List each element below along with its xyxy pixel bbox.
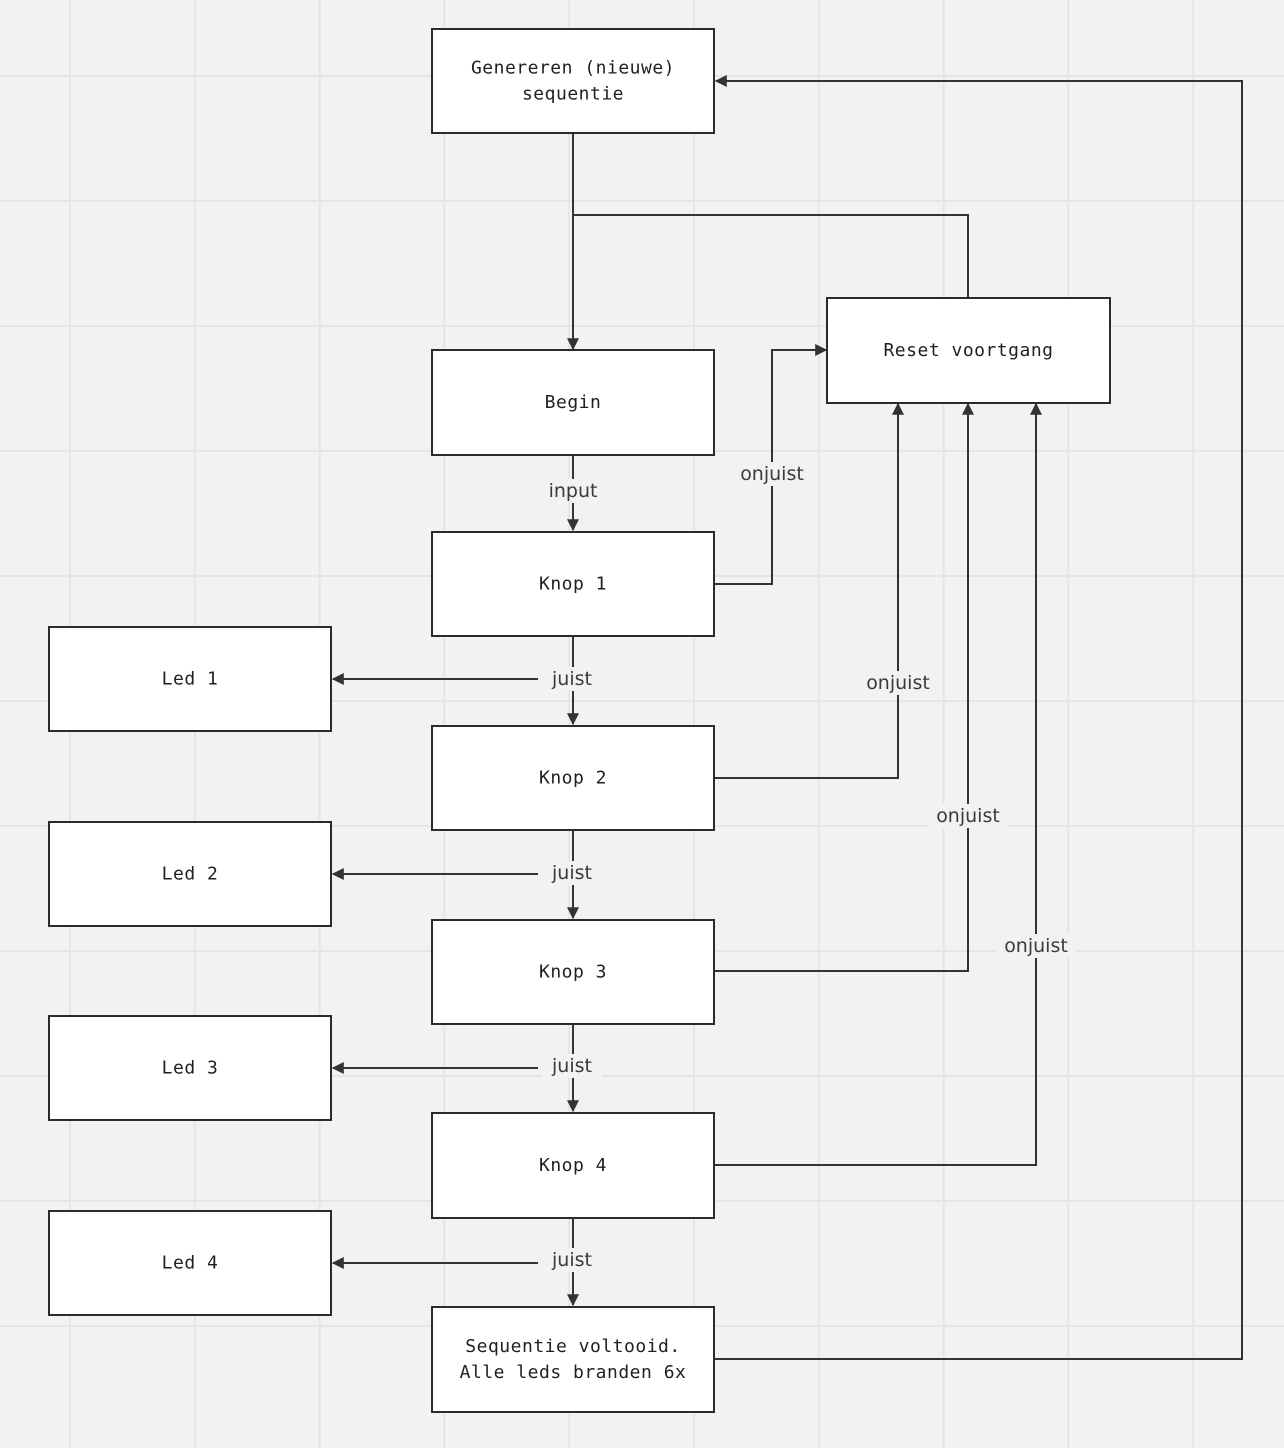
edge-label-background [542,1054,602,1078]
edge-done-to-generate [714,75,1243,1360]
node-label: Led 3 [162,1058,219,1079]
edge-knop4-to-reset [714,402,1042,1166]
node-box[interactable] [48,1015,332,1121]
node-led2[interactable]: Led 2 [48,821,332,927]
edge-label-knop1-to-reset: onjuist [732,462,812,486]
edge-label-background [543,479,603,503]
edge-label-knop3-to-reset: onjuist [928,804,1008,828]
edge-knop2-to-reset [714,402,904,779]
edge-label-text: onjuist [1004,935,1068,957]
node-led1[interactable]: Led 1 [48,626,332,732]
node-label: Genereren (nieuwe) [471,58,675,79]
edge-label-knop2-to-reset: onjuist [858,671,938,695]
edge-label-text: onjuist [740,463,804,485]
node-box[interactable] [431,1306,715,1413]
edge-label-knop3-to-knop4: juist [542,1054,602,1078]
node-label: Begin [545,392,602,413]
node-label: sequentie [522,84,624,105]
edge-label-knop1-to-knop2: juist [542,667,602,691]
node-box[interactable] [431,28,715,134]
edge-label-begin-to-knop1: input [543,479,603,503]
edge-knop3-to-reset [714,402,974,972]
node-box[interactable] [48,1210,332,1316]
edge-label-knop4-to-reset: onjuist [996,934,1076,958]
node-box[interactable] [431,531,715,637]
edge-label-background [928,804,1008,828]
node-label: Sequentie voltooid. [465,1336,680,1357]
node-box[interactable] [431,725,715,831]
node-label: Knop 3 [539,962,607,983]
edge-label-text: input [549,480,598,502]
node-box[interactable] [48,821,332,927]
edge-label-knop4-to-done: juist [542,1248,602,1272]
node-knop3[interactable]: Knop 3 [431,919,715,1025]
node-reset[interactable]: Reset voortgang [826,297,1111,404]
node-done[interactable]: Sequentie voltooid. Alle leds branden 6x [431,1306,715,1413]
node-box[interactable] [48,626,332,732]
node-box[interactable] [826,297,1111,404]
node-knop2[interactable]: Knop 2 [431,725,715,831]
node-knop1[interactable]: Knop 1 [431,531,715,637]
node-label: Knop 4 [539,1155,607,1176]
edge-label-background [996,934,1076,958]
node-label: Led 1 [162,669,219,690]
node-box[interactable] [431,919,715,1025]
edge-label-knop2-to-knop3: juist [542,861,602,885]
edge-label-background [542,861,602,885]
edge-reset-to-begin [573,214,969,298]
node-label: Reset voortgang [883,340,1053,361]
edge-label-text: onjuist [936,805,1000,827]
edge-label-background [858,671,938,695]
node-led4[interactable]: Led 4 [48,1210,332,1316]
node-label: Alle leds branden 6x [460,1362,687,1383]
edge-label-background [542,1248,602,1272]
node-box[interactable] [431,349,715,456]
node-label: Knop 1 [539,574,607,595]
edge-label-background [542,667,602,691]
edge-label-text: onjuist [866,672,930,694]
node-box[interactable] [431,1112,715,1219]
node-label: Led 4 [162,1253,219,1274]
edge-label-background [732,462,812,486]
node-label: Led 2 [162,864,219,885]
edge-label-text: juist [551,862,592,884]
node-label: Knop 2 [539,768,607,789]
node-begin[interactable]: Begin [431,349,715,456]
edge-label-text: juist [551,668,592,690]
node-generate[interactable]: Genereren (nieuwe) sequentie [431,28,715,134]
edge-label-text: juist [551,1055,592,1077]
node-knop4[interactable]: Knop 4 [431,1112,715,1219]
node-led3[interactable]: Led 3 [48,1015,332,1121]
edge-labels-layer: input onjuist juist onjuist juist onjuist juis… [542,462,1076,1272]
edge-label-text: juist [551,1249,592,1271]
